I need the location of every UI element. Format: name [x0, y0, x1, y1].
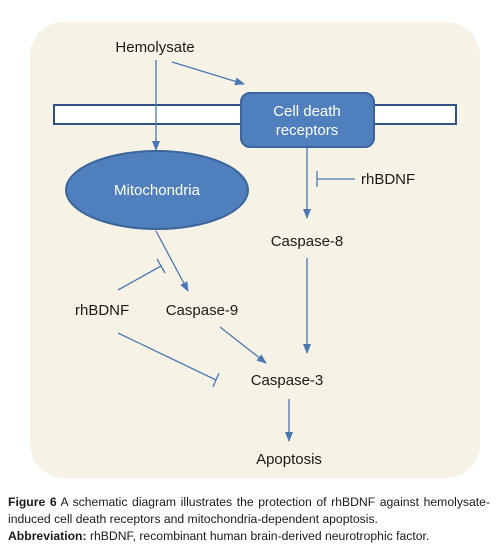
node-receptors-label-line2: receptors — [276, 122, 339, 139]
arrow-mitochondria-to-caspase9 — [155, 230, 189, 292]
inhibit-line-rhbdnf-to-caspase9-path — [117, 265, 162, 291]
apoptosis-pathway-diagram: Cell death receptors Mitochondria Hemoly… — [30, 22, 480, 478]
inhibit-bar-caspase9-path — [156, 258, 166, 274]
arrow-caspase9-to-caspase3 — [219, 326, 267, 364]
node-rhbdnf-left: rhBDNF — [75, 302, 129, 319]
node-apoptosis: Apoptosis — [256, 451, 322, 468]
abbreviation-line: Abbreviation: rhBDNF, recombinant human … — [8, 528, 490, 545]
diagram-panel: Cell death receptors Mitochondria Hemoly… — [30, 22, 480, 478]
node-caspase-9: Caspase-9 — [166, 302, 239, 319]
node-mitochondria — [65, 150, 249, 230]
figure-description: A schematic diagram illustrates the prot… — [8, 495, 491, 526]
abbreviation-label: Abbreviation: — [8, 529, 87, 543]
node-caspase-8: Caspase-8 — [271, 233, 344, 250]
inhibit-bar-caspase3 — [212, 372, 220, 388]
node-hemolysate: Hemolysate — [115, 39, 194, 56]
arrow-hemolysate-to-receptors — [171, 61, 245, 86]
figure-label: Figure 6 — [8, 495, 57, 509]
diagram-background — [30, 22, 480, 478]
figure-caption: Figure 6 A schematic diagram illustrates… — [8, 494, 490, 545]
figure-caption-text: Figure 6 A schematic diagram illustrates… — [8, 494, 490, 528]
node-cell-death-receptors — [240, 92, 375, 148]
inhibit-line-rhbdnf-to-caspase3 — [117, 332, 217, 381]
abbreviation-text: rhBDNF, recombinant human brain-derived … — [89, 529, 430, 543]
node-mitochondria-label: Mitochondria — [114, 182, 201, 199]
node-caspase-3: Caspase-3 — [251, 372, 324, 389]
node-rhbdnf-right: rhBDNF — [361, 171, 415, 188]
node-receptors-label-line1: Cell death — [273, 103, 341, 120]
